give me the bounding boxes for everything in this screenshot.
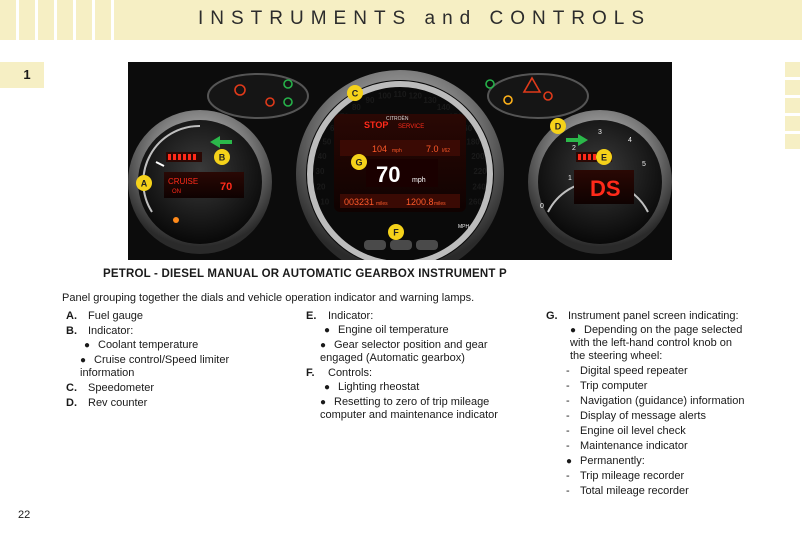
speedometer-tick-label: 20 (317, 183, 326, 192)
speedometer-tick-label: 80 (352, 103, 361, 112)
svg-text:mph: mph (412, 177, 426, 184)
page-title: INSTRUMENTS and CONTROLS (198, 8, 652, 29)
rev-tick: 1 (568, 175, 572, 182)
dipped-beam-icon (485, 79, 495, 89)
callout-f: F (388, 224, 404, 240)
svg-text:CRUISE: CRUISE (168, 177, 198, 186)
svg-text:miles: miles (376, 201, 388, 207)
legend-entry-f: F.Controls: ●Lighting rheostat ●Resettin… (306, 367, 498, 421)
legend-entry-c: C.Speedometer (66, 382, 155, 394)
brake-warning-icon (543, 91, 553, 101)
legend-entry-b: B.Indicator: ●Coolant temperature ●Cruis… (66, 325, 230, 379)
legend-column-2: E.Indicator: ●Engine oil temperature ●Ge… (306, 310, 516, 424)
left-lamp-pod (207, 73, 309, 119)
section-heading: PETROL - DIESEL MANUAL OR AUTOMATIC GEAR… (103, 268, 507, 280)
svg-text:CITROËN: CITROËN (386, 115, 409, 122)
svg-text:G: G (355, 158, 362, 168)
legend-entry-a: A.Fuel gauge (66, 310, 144, 322)
sidelights-icon (283, 79, 293, 89)
svg-text:C: C (352, 89, 359, 99)
callout-b: B (214, 149, 230, 165)
speedometer-tick-label: 260 (469, 197, 483, 206)
margin-tab (785, 62, 800, 77)
speedometer-tick-label: 180 (466, 138, 480, 147)
rev-tick: 5 (642, 161, 646, 168)
svg-text:E: E (601, 153, 607, 163)
trip-button[interactable] (416, 240, 438, 250)
rear-fog-icon (503, 95, 513, 105)
speedometer-tick-label: 140 (437, 103, 451, 112)
svg-text:F: F (393, 228, 399, 238)
reset-button[interactable] (390, 240, 412, 250)
right-turn-arrow-icon (566, 134, 588, 146)
fuel-pump-icon (173, 217, 179, 223)
svg-text:ON: ON (172, 189, 181, 195)
margin-tab (785, 98, 800, 113)
speedometer-tick-label: 120 (409, 92, 423, 101)
margin-tab (785, 134, 800, 149)
svg-text:7.0: 7.0 (426, 144, 439, 154)
legend-entry-d: D.Rev counter (66, 397, 148, 409)
legend-entry-e: E.Indicator: ●Engine oil temperature ●Ge… (306, 310, 488, 364)
instrument-panel-photo: CRUISE ON 70 DS 1 2 3 4 5 0 102030405060… (128, 62, 672, 260)
callout-e: E (596, 149, 612, 165)
svg-text:1200.8: 1200.8 (406, 197, 434, 207)
speedometer-tick-label: 240 (472, 183, 486, 192)
legend-column-3: G.Instrument panel screen indicating: ●D… (546, 310, 746, 500)
svg-text:l/62: l/62 (442, 148, 450, 154)
callout-d: D (550, 118, 566, 134)
svg-text:mph: mph (392, 148, 402, 154)
chapter-tab (0, 62, 44, 88)
page-number: 22 (18, 509, 31, 521)
engine-warning-icon (234, 84, 246, 96)
header-stripes (0, 0, 130, 40)
speedometer-tick-label: 40 (318, 152, 327, 161)
speedometer-tick-label: 220 (473, 167, 487, 176)
speedometer-tick-label: 100 (378, 92, 392, 101)
left-turn-arrow-icon (210, 136, 232, 148)
svg-text:B: B (219, 153, 226, 163)
speedometer-tick-label: 50 (322, 138, 331, 147)
margin-tab (785, 116, 800, 131)
svg-text:miles: miles (434, 201, 446, 207)
svg-text:MPH: MPH (458, 224, 470, 230)
svg-text:STOP: STOP (364, 120, 388, 130)
rheostat-button[interactable] (364, 240, 386, 250)
callout-c: C (347, 85, 363, 101)
margin-tab (785, 80, 800, 95)
speedometer-tick-label: 130 (423, 96, 437, 105)
foglight-icon (283, 97, 293, 107)
svg-text:SERVICE: SERVICE (398, 124, 424, 130)
legend-entry-g: G.Instrument panel screen indicating: ●D… (546, 310, 745, 497)
svg-text:DS: DS (590, 176, 621, 201)
rev-tick: 4 (628, 137, 632, 144)
svg-text:70: 70 (220, 181, 232, 193)
speedometer-tick-label: 110 (394, 90, 407, 99)
svg-text:70: 70 (376, 162, 400, 187)
chapter-number: 1 (23, 67, 31, 82)
header-band (0, 0, 802, 40)
svg-text:003231: 003231 (344, 197, 374, 207)
speedometer-tick-label: 200 (471, 152, 485, 161)
section-description: Panel grouping together the dials and ve… (62, 292, 475, 304)
right-lamp-pod (487, 73, 589, 119)
svg-text:104: 104 (372, 144, 387, 154)
battery-warning-icon (265, 97, 275, 107)
speedometer-tick-label: 90 (366, 96, 375, 105)
rev-tick: 2 (572, 145, 576, 152)
legend-column-1: A.Fuel gauge B.Indicator: ●Coolant tempe… (66, 310, 276, 412)
rev-tick: 0 (540, 203, 544, 210)
callout-a: A (136, 175, 152, 191)
svg-text:D: D (555, 122, 562, 132)
rev-tick: 3 (598, 129, 602, 136)
speedometer-tick-label: 30 (316, 167, 325, 176)
callout-g: G (351, 154, 367, 170)
svg-text:A: A (141, 179, 148, 189)
speedometer-tick-label: 10 (320, 197, 329, 206)
hazard-warning-icon (522, 76, 542, 93)
